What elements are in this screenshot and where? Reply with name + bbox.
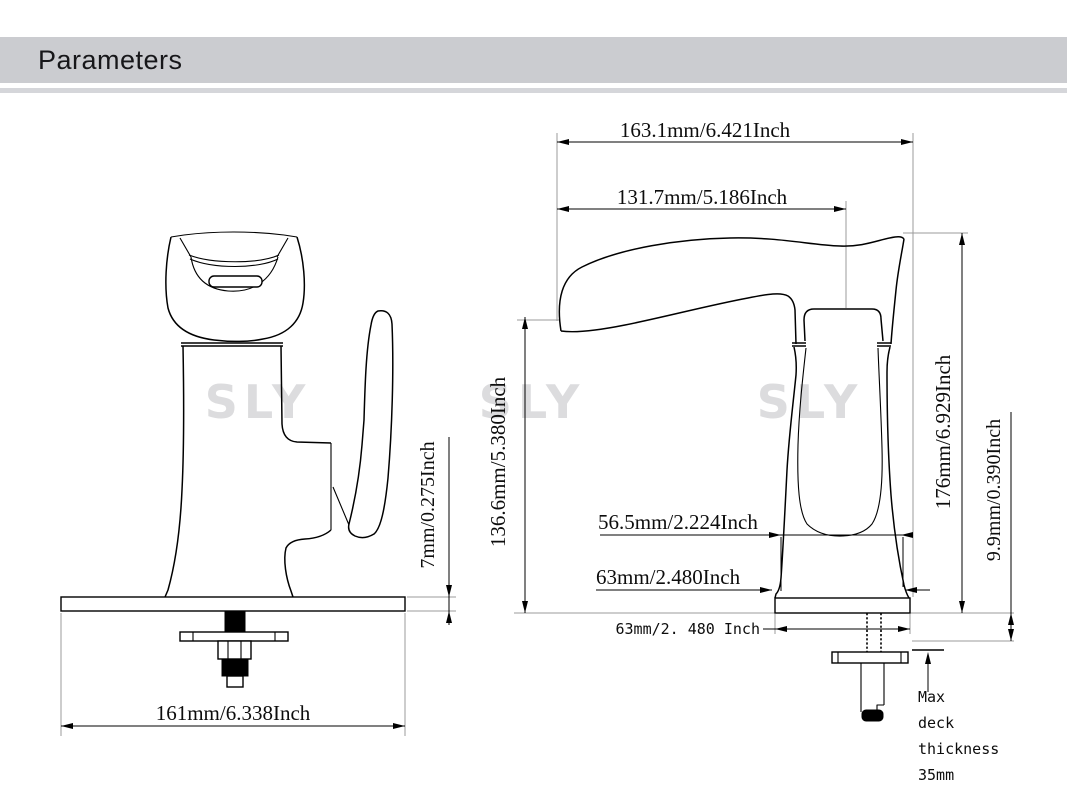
watermark-text: SLY xyxy=(205,375,312,429)
watermark-text: SLY xyxy=(479,375,586,429)
threaded-shank xyxy=(224,610,246,633)
header-strip-divider xyxy=(0,88,1067,93)
note-line-4: 35mm xyxy=(918,766,954,784)
dim-base-width-label: 63mm/2.480Inch xyxy=(596,565,741,589)
header-bar: Parameters xyxy=(0,37,1067,83)
watermark-row: SLY SLY SLY xyxy=(205,375,864,429)
note-line-3: thickness xyxy=(918,740,999,758)
dim-spout-reach-label: 131.7mm/5.186Inch xyxy=(617,185,788,209)
page-title: Parameters xyxy=(38,45,183,75)
watermark-text: SLY xyxy=(757,375,864,429)
dim-body-width-label: 56.5mm/2.224Inch xyxy=(598,510,758,534)
side-view-dimensions: 163.1mm/6.421Inch 131.7mm/5.186Inch 136.… xyxy=(486,118,1014,784)
dim-plate-thickness-label: 7mm/0.275Inch xyxy=(417,441,439,568)
dim-plate-width-label: 63mm/2. 480 Inch xyxy=(616,620,761,638)
faucet-front-view xyxy=(60,231,456,736)
dim-overall-height-label: 176mm/6.929Inch xyxy=(931,354,955,509)
max-deck-thickness-note: Max deck thickness 35mm xyxy=(918,688,999,784)
dim-spout-height-label: 136.6mm/5.380Inch xyxy=(486,376,510,547)
note-line-2: deck xyxy=(918,714,954,732)
faucet-side-view xyxy=(514,133,1014,722)
dim-plate-offset-label: 9.9mm/0.390Inch xyxy=(983,419,1005,561)
dim-base-width-label: 161mm/6.338Inch xyxy=(156,701,311,725)
front-view-dimensions: 161mm/6.338Inch 7mm/0.275Inch xyxy=(61,437,452,729)
dim-overall-length-label: 163.1mm/6.421Inch xyxy=(620,118,791,142)
note-line-1: Max xyxy=(918,688,945,706)
